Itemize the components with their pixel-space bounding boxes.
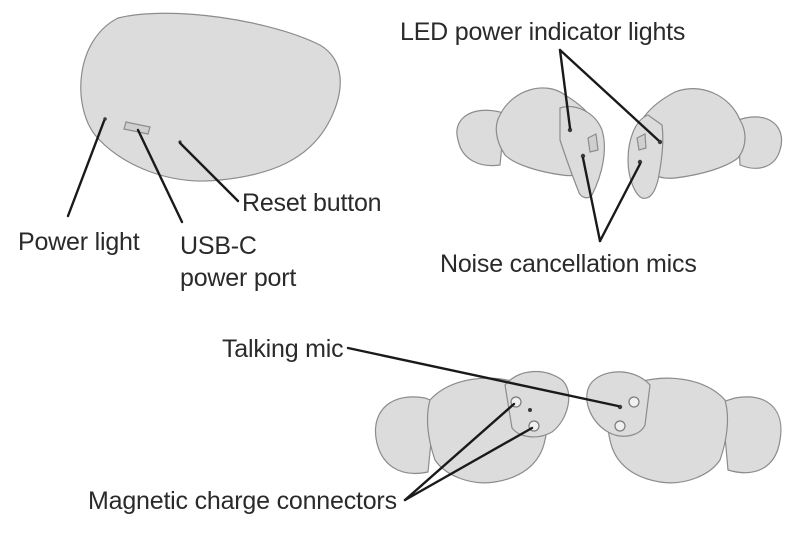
label-usb-c-line1: USB-C (180, 232, 257, 260)
leader-noise-left (581, 156, 602, 243)
label-reset-button: Reset button (242, 189, 382, 217)
label-led-indicator: LED power indicator lights (400, 18, 686, 46)
earbud-bottom-right (586, 371, 782, 484)
leader-reset (178, 141, 240, 203)
label-power-light: Power light (18, 228, 140, 256)
led-indicator-right (657, 139, 663, 145)
leader-usb-c (136, 128, 184, 224)
earbud-top-right (627, 88, 783, 199)
label-talking-mic: Talking mic (222, 335, 344, 363)
magnetic-connector-right-1 (628, 396, 640, 408)
leader-led-left (558, 48, 572, 130)
earbud-top-left (456, 87, 605, 199)
label-usb-c-line2: power port (180, 264, 297, 292)
charging-case (80, 12, 341, 182)
leader-talking-mic (346, 346, 620, 408)
leader-led-right (558, 48, 660, 142)
noise-mic-right (637, 159, 643, 165)
leader-noise-right (598, 162, 642, 243)
leader-magnetic-2 (403, 426, 534, 502)
noise-mic-left (580, 153, 586, 159)
leader-power-light (66, 119, 106, 218)
magnetic-connector-right-2 (614, 420, 626, 432)
label-noise-mics: Noise cancellation mics (440, 250, 697, 278)
led-indicator-left (567, 127, 573, 133)
earbud-bottom-left (374, 370, 570, 484)
usb-c-port (123, 121, 151, 135)
leader-magnetic-1 (403, 402, 516, 502)
label-magnetic-connectors: Magnetic charge connectors (88, 487, 397, 515)
